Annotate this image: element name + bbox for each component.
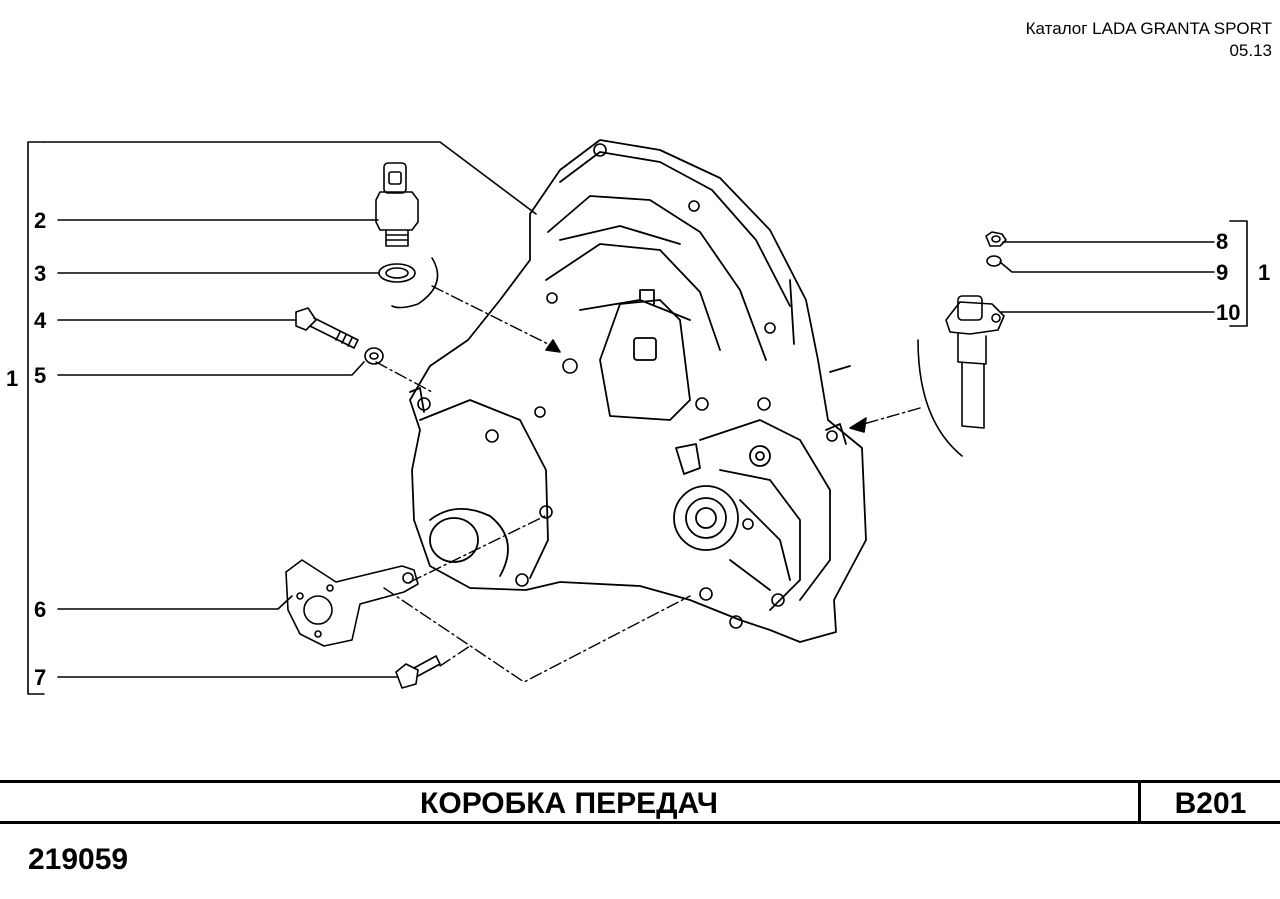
assembly-line-bracket-hole [409, 515, 546, 583]
title-bar: КОРОБКА ПЕРЕДАЧ B201 [0, 780, 1280, 824]
callout-5: 5 [34, 363, 46, 388]
assembly-line-speed-sensor [859, 407, 921, 426]
bracket-bolt [395, 655, 441, 689]
assembly-line-bolt [375, 361, 433, 393]
speed-sensor [945, 295, 1005, 429]
catalog-date: 05.13 [1229, 41, 1272, 60]
callout-2: 2 [34, 208, 46, 233]
engine-mount-bracket [285, 559, 419, 647]
section-code: B201 [1174, 787, 1247, 820]
gearbox-housing [409, 139, 867, 643]
catalog-header: Каталог LADA GRANTA SPORT 05.13 [1026, 18, 1272, 62]
mounting-bolt [295, 307, 359, 349]
assembly-line-sensor [431, 285, 557, 349]
arrow-head-sensor [545, 339, 561, 353]
section-arc-right [917, 339, 963, 457]
callout-10: 10 [1216, 300, 1240, 325]
section-arc-left [391, 257, 439, 309]
leader-line-9 [999, 261, 1215, 273]
spring-washer [986, 255, 1002, 267]
leader-line-6 [57, 595, 293, 610]
callout-9: 9 [1216, 260, 1228, 285]
callout-8: 8 [1216, 229, 1228, 254]
callout-4: 4 [34, 308, 47, 333]
page-title: КОРОБКА ПЕРЕДАЧ [420, 787, 718, 820]
drawing-number: 219059 [28, 843, 129, 876]
leader-line-5 [57, 361, 365, 376]
housing-bolts [417, 143, 838, 629]
callout-3: 3 [34, 261, 46, 286]
title-divider [1138, 783, 1141, 821]
right-assembly-bracket [1229, 220, 1248, 327]
assembly-line-bracket [383, 587, 691, 683]
left-assembly-bracket [27, 141, 45, 695]
hex-nut [985, 231, 1007, 247]
callout-assembly-right: 1 [1258, 260, 1270, 285]
arrow-head-speed-sensor [849, 417, 867, 433]
exploded-parts-diagram: 1 2 3 4 5 6 7 8 9 10 1 [6, 139, 1270, 695]
bolt-washer [364, 347, 384, 365]
pressure-switch [375, 162, 419, 247]
callout-7: 7 [34, 665, 46, 690]
leader-line-1-top [43, 141, 537, 215]
callout-assembly-left: 1 [6, 366, 18, 391]
callout-6: 6 [34, 597, 46, 622]
assembly-line-bolt7 [439, 645, 471, 667]
sealing-washer [378, 263, 416, 283]
catalog-name: Каталог LADA GRANTA SPORT [1025, 19, 1272, 38]
